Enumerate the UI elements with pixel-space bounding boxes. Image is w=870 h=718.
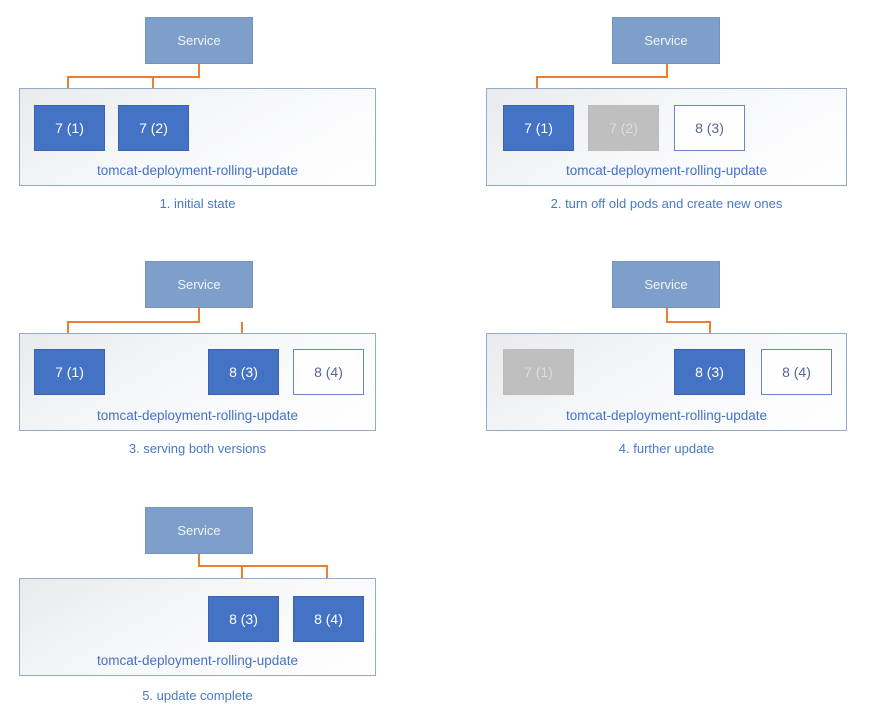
panel-caption: 4. further update xyxy=(618,441,715,456)
pod-label: 8 (4) xyxy=(782,364,811,380)
service-label: Service xyxy=(644,277,688,292)
pod: 7 (2) xyxy=(588,105,659,151)
deployment-label: tomcat-deployment-rolling-update xyxy=(96,408,299,423)
pod-label: 8 (4) xyxy=(314,364,343,380)
pod: 8 (4) xyxy=(293,596,364,642)
pod-label: 7 (2) xyxy=(609,120,638,136)
deployment-box: 7 (1) 7 (2) 8 (3) tomcat-deployment-roll… xyxy=(486,88,847,186)
panel-caption: 2. turn off old pods and create new ones xyxy=(550,196,783,211)
panel-caption: 1. initial state xyxy=(159,196,236,211)
service-label: Service xyxy=(177,277,221,292)
pod: 8 (4) xyxy=(761,349,832,395)
pod-label: 8 (3) xyxy=(695,120,724,136)
service-node: Service xyxy=(145,17,253,64)
pod-label: 8 (3) xyxy=(695,364,724,380)
panel-caption: 3. serving both versions xyxy=(128,441,267,456)
pod: 7 (2) xyxy=(118,105,189,151)
panel-caption: 5. update complete xyxy=(142,688,253,703)
deployment-label: tomcat-deployment-rolling-update xyxy=(96,653,299,668)
pod: 8 (4) xyxy=(293,349,364,395)
pod-label: 8 (3) xyxy=(229,611,258,627)
deployment-label: tomcat-deployment-rolling-update xyxy=(96,163,299,178)
service-node: Service xyxy=(612,261,720,308)
pod-label: 7 (1) xyxy=(55,120,84,136)
pod-label: 7 (1) xyxy=(524,120,553,136)
pod-label: 7 (2) xyxy=(139,120,168,136)
deployment-box: 7 (1) 8 (3) 8 (4) tomcat-deployment-roll… xyxy=(486,333,847,431)
deployment-label: tomcat-deployment-rolling-update xyxy=(565,408,768,423)
service-node: Service xyxy=(145,261,253,308)
pod-label: 8 (3) xyxy=(229,364,258,380)
pod-label: 8 (4) xyxy=(314,611,343,627)
service-node: Service xyxy=(612,17,720,64)
deployment-box: 8 (3) 8 (4) tomcat-deployment-rolling-up… xyxy=(19,578,376,676)
pod: 7 (1) xyxy=(34,105,105,151)
pod: 8 (3) xyxy=(674,105,745,151)
pod: 8 (3) xyxy=(674,349,745,395)
pod: 7 (1) xyxy=(503,105,574,151)
pod: 8 (3) xyxy=(208,596,279,642)
deployment-label: tomcat-deployment-rolling-update xyxy=(565,163,768,178)
service-node: Service xyxy=(145,507,253,554)
deployment-box: 7 (1) 8 (3) 8 (4) tomcat-deployment-roll… xyxy=(19,333,376,431)
pod: 8 (3) xyxy=(208,349,279,395)
pod-label: 7 (1) xyxy=(524,364,553,380)
service-label: Service xyxy=(644,33,688,48)
pod: 7 (1) xyxy=(503,349,574,395)
deployment-box: 7 (1) 7 (2) tomcat-deployment-rolling-up… xyxy=(19,88,376,186)
pod: 7 (1) xyxy=(34,349,105,395)
service-label: Service xyxy=(177,33,221,48)
pod-label: 7 (1) xyxy=(55,364,84,380)
service-label: Service xyxy=(177,523,221,538)
